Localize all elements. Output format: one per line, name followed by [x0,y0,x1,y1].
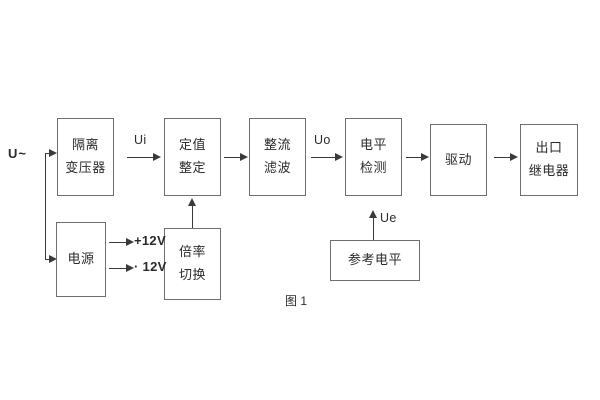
arrow-ui-head [153,152,161,161]
block-rectify-filter-line-1: 整流 [263,137,291,153]
arrow-setting-to-rectify-line [224,157,240,158]
feed-to-isolation-transformer-line-b [45,153,49,154]
block-multiplier-switch-line-2: 切换 [178,267,206,282]
block-power-supply[interactable]: 电源 [56,222,106,297]
rail-negative-line [109,268,126,269]
block-level-detection-line-1: 电平 [359,137,387,153]
block-driver[interactable]: 驱动 [430,124,487,196]
signal-label-ue: Ue [380,211,397,225]
block-multiplier-switch[interactable]: 倍率 切换 [164,228,221,300]
arrow-ue-head [368,210,377,218]
block-setting-value[interactable]: 定值 整定 [164,118,221,196]
block-rectify-filter-line-2: 滤波 [263,160,291,175]
block-reference-level[interactable]: 参考电平 [330,240,420,281]
block-level-detection-line-2: 检测 [359,160,387,175]
block-setting-value-line-2: 整定 [178,160,206,175]
block-level-detection[interactable]: 电平 检测 [345,118,402,196]
signal-label-ui: Ui [134,133,147,147]
supply-bus-trunk [45,153,46,259]
block-multiplier-switch-line-1: 倍率 [178,244,206,260]
feed-to-power-supply-arrow [49,254,57,263]
source-label-u-ac: U~ [8,146,27,161]
block-isolation-transformer-line-2: 变压器 [65,160,106,175]
block-driver-line-1: 驱动 [444,151,472,167]
block-output-relay[interactable]: 出口 继电器 [520,124,578,196]
arrow-level-to-driver-line [406,157,421,158]
arrow-multiplier-to-setting-line [192,206,193,228]
arrow-driver-to-relay-head [510,152,518,161]
arrow-level-to-driver-head [421,152,429,161]
figure-caption: 图 1 [285,294,308,308]
block-isolation-transformer[interactable]: 隔离 变压器 [57,118,114,196]
feed-to-isolation-transformer-arrow [49,148,57,157]
feed-to-power-supply-line [45,259,49,260]
block-output-relay-line-1: 出口 [535,140,563,156]
block-isolation-transformer-line-1: 隔离 [71,137,99,153]
rail-negative-label: · 12V [134,259,167,274]
arrow-driver-to-relay-line [494,157,510,158]
arrow-ui-line [127,157,153,158]
rail-positive-line [109,242,126,243]
block-reference-level-line-1: 参考电平 [347,252,402,268]
rail-positive-arrow [126,237,134,246]
rail-negative-arrow [126,263,134,272]
arrow-ue-line [373,218,374,240]
arrow-setting-to-rectify-head [240,152,248,161]
signal-label-uo: Uo [314,133,331,147]
arrow-multiplier-to-setting-head [187,198,196,206]
block-power-supply-line-1: 电源 [67,251,95,267]
block-output-relay-line-2: 继电器 [528,163,570,178]
arrow-uo-line [311,157,335,158]
rail-positive-label: +12V [134,233,166,248]
arrow-uo-head [335,152,343,161]
block-setting-value-line-1: 定值 [178,137,206,153]
block-rectify-filter[interactable]: 整流 滤波 [249,118,306,196]
